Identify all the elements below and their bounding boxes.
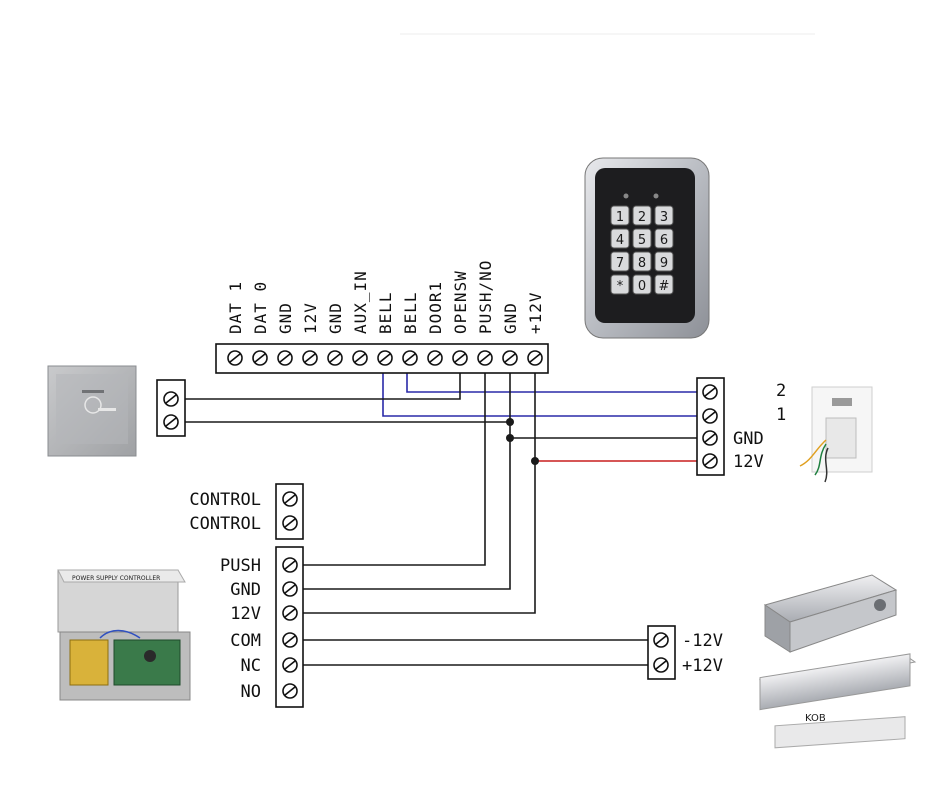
controller-terminal-label: OPENSW — [451, 270, 470, 334]
keypad-key-label: 0 — [638, 279, 646, 294]
doorbell-terminal-screw — [702, 430, 718, 446]
lock-terminal-label: +12V — [682, 656, 723, 676]
controller-terminal-label: BELL — [376, 291, 395, 334]
keypad-key: 6 — [654, 228, 674, 249]
controller-terminal-label: 12V — [301, 302, 320, 334]
keypad-key: 0 — [632, 274, 652, 295]
controller-terminal-label: +12V — [526, 291, 545, 334]
power-supply-terminal-label: GND — [230, 580, 261, 600]
keypad-key-label: 6 — [660, 233, 668, 248]
controller-terminal-screw — [252, 350, 268, 366]
doorbell-terminal-label: 12V — [733, 452, 764, 472]
controller-terminal-screw — [377, 350, 393, 366]
keypad-key: # — [654, 274, 674, 295]
exit-button — [47, 365, 137, 457]
keypad-key: 4 — [610, 228, 630, 249]
controller-terminal-label: DAT 1 — [226, 281, 245, 334]
controller-terminal-label: GND — [276, 302, 295, 334]
keypad-key-label: 4 — [616, 233, 624, 248]
keypad-key: * — [610, 274, 630, 295]
wire-plus12v — [303, 358, 536, 614]
wire-bell-to-doorbell-1 — [382, 358, 697, 417]
controller-terminal-screw — [477, 350, 493, 366]
lock-terminal-label: -12V — [682, 631, 723, 651]
controller-terminal-screw — [302, 350, 318, 366]
junction-dot — [506, 418, 514, 426]
keypad-key-label: * — [617, 279, 624, 294]
power-supply-terminal-screw — [282, 491, 298, 507]
junction-dot — [506, 434, 514, 442]
controller-terminal-screw — [327, 350, 343, 366]
power-supply-terminal-label: NO — [241, 682, 261, 702]
keypad-key-label: 8 — [638, 256, 646, 271]
controller-terminal-screw — [527, 350, 543, 366]
keypad-key: 1 — [610, 205, 630, 226]
power-supply-terminal-screw — [282, 605, 298, 621]
keypad-key-label: 3 — [660, 210, 668, 225]
exit-button-terminal-block — [156, 379, 186, 437]
power-supply-terminal-label: PUSH — [220, 556, 261, 576]
keypad-key-label: 5 — [638, 233, 646, 248]
doorbell-terminal-label: 1 — [776, 405, 786, 425]
keypad-key-label: 7 — [616, 256, 624, 271]
psu-label: POWER SUPPLY CONTROLLER — [72, 575, 160, 582]
controller-terminal-screw — [402, 350, 418, 366]
controller-terminal-label: AUX_IN — [351, 270, 370, 334]
controller-terminal-screw — [427, 350, 443, 366]
doorbell-terminal-label: 2 — [776, 381, 786, 401]
power-supply-terminal-label: COM — [230, 631, 261, 651]
keypad-key-label: 1 — [616, 210, 624, 225]
keypad-key: 5 — [632, 228, 652, 249]
junction-dot — [531, 457, 539, 465]
keypad-key: 8 — [632, 251, 652, 272]
lock-terminal-screw — [653, 632, 669, 648]
controller-terminal-label: GND — [326, 302, 345, 334]
power-supply-terminal-screw — [282, 657, 298, 673]
power-supply-terminal-screw — [282, 683, 298, 699]
controller-terminal-screw — [452, 350, 468, 366]
power-supply-terminal-label: NC — [241, 656, 261, 676]
controller-terminal-label: DAT 0 — [251, 281, 270, 334]
controller-terminal-screw — [277, 350, 293, 366]
power-supply-terminal-label: CONTROL — [189, 514, 261, 534]
power-supply-terminal-label: 12V — [230, 604, 261, 624]
power-supply-terminal-screw — [282, 515, 298, 531]
controller-terminal-label: GND — [501, 302, 520, 334]
magnetic-lock: KOB — [758, 653, 917, 749]
doorbell-terminal-screw — [702, 408, 718, 424]
wires — [185, 358, 697, 666]
keypad-key-label: 9 — [660, 256, 668, 271]
keypad-key: 2 — [632, 205, 652, 226]
power-supply-device: POWER SUPPLY CONTROLLER — [57, 569, 191, 701]
controller-terminal-screw — [352, 350, 368, 366]
electric-bolt-lock — [763, 574, 898, 653]
controller-terminal-label: BELL — [401, 291, 420, 334]
controller-terminal-block: DAT 1 DAT 0 GND 12V GND AUX_IN BELL BELL DOOR1 OP… — [215, 260, 549, 374]
power-supply-terminal-screw — [282, 557, 298, 573]
keypad-key: 3 — [654, 205, 674, 226]
controller-terminal-screw — [502, 350, 518, 366]
keypad-key-label: 2 — [638, 210, 646, 225]
wire-push-no — [303, 358, 486, 566]
lock-terminal-screw — [653, 657, 669, 673]
lock-terminal-block: -12V +12V — [647, 625, 723, 680]
power-supply-terminal-screw — [282, 581, 298, 597]
doorbell-device — [799, 386, 873, 483]
power-supply-terminal-label: CONTROL — [189, 490, 261, 510]
power-supply-terminal-block: CONTROL CONTROL PUSH GND 12V COM NC NO — [189, 483, 304, 708]
controller-terminal-screw — [227, 350, 243, 366]
doorbell-terminal-screw — [702, 384, 718, 400]
keypad-key: 7 — [610, 251, 630, 272]
controller-terminal-label: PUSH/NO — [476, 260, 495, 334]
controller-terminal-label: DOOR1 — [426, 281, 445, 334]
maglock-label: KOB — [805, 713, 826, 724]
power-supply-terminal-screw — [282, 632, 298, 648]
doorbell-terminal-screw — [702, 453, 718, 469]
keypad-key: 9 — [654, 251, 674, 272]
keypad-key-label: # — [659, 279, 670, 294]
doorbell-terminal-label: GND — [733, 429, 764, 449]
